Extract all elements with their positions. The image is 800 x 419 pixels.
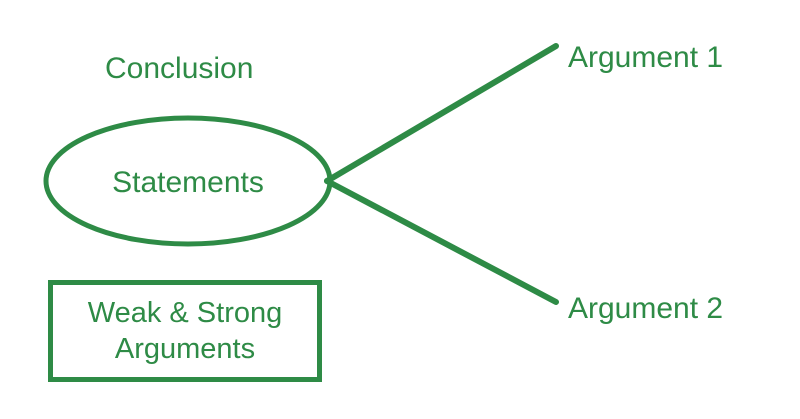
statements-ellipse-shape	[43, 115, 333, 247]
conclusion-label: Conclusion	[105, 52, 253, 85]
argument-1-label: Argument 1	[568, 41, 723, 74]
argument-2-label: Argument 2	[568, 292, 723, 325]
connector-statements-to-argument-1	[324, 43, 559, 184]
weak-strong-arguments-box-shape	[48, 280, 322, 382]
statements-label: Statements	[112, 166, 264, 199]
weak-strong-arguments-label-line1: Weak & Strong	[88, 297, 283, 329]
connector-statements-to-argument-2	[324, 178, 559, 305]
weak-strong-arguments-label-line2: Arguments	[115, 333, 255, 365]
